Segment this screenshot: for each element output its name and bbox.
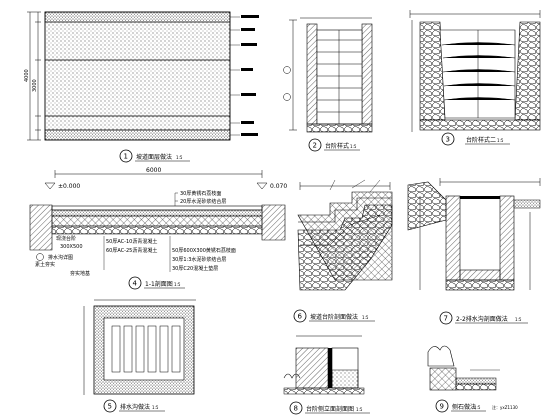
detail-6-scale: 1:5 — [362, 315, 369, 320]
section-1-1-note-1: 50厚AC-10沥青混凝土 — [106, 238, 157, 245]
detail-8-section: 8 台阶侧立面剖面图 1:5 — [283, 335, 370, 415]
detail-4-section: 6000 ±0.000 0.070 30厚黄锈石荔枝面 20厚水泥砂浆结合层 现… — [29, 167, 287, 290]
detail-8-number: 8 — [294, 405, 298, 413]
detail-3-title: 台阶样式二 — [466, 136, 496, 144]
detail-6-number: 6 — [298, 313, 303, 321]
detail-2-section: 2 台阶样式 1:5 — [283, 17, 373, 152]
detail-1-title: 坡道面层做法 — [136, 153, 172, 161]
detail-7-title: 2-2排水沟剖面做法 — [456, 315, 508, 323]
section-1-1-layer-2: 20厚水泥砂浆结合层 — [180, 198, 226, 205]
detail-5-scale: 1:5 — [152, 405, 159, 410]
detail-4-scale: 1:5 — [174, 282, 181, 287]
detail-9-number: 9 — [440, 403, 444, 411]
section-1-1-tag-4: 素土夯实 — [35, 261, 55, 268]
detail-2-title: 台阶样式 — [325, 142, 349, 150]
detail-1-dim-mid: 3000 — [32, 79, 38, 92]
detail-7-scale: 1:5 — [515, 317, 522, 322]
detail-5-number: 5 — [108, 403, 112, 411]
section-1-1-tag-3: 排水沟详图 — [48, 254, 73, 261]
detail-9-scale: 1:5 — [474, 405, 481, 410]
detail-1-plan: 4000 3000 1 坡道面层做法 1:5 — [24, 11, 259, 163]
detail-2-number: 2 — [313, 142, 317, 150]
detail-5-title: 排水沟做法 — [120, 403, 150, 411]
detail-9-title: 侧石做法 — [452, 403, 476, 411]
detail-5-plan: 5 排水沟做法 1:5 — [83, 299, 196, 413]
section-1-1-note-4: 30厚1:3水泥砂浆结合层 — [172, 256, 226, 263]
detail-4-title: 1-1剖面图 — [145, 280, 173, 288]
detail-3-scale: 1:5 — [497, 138, 504, 143]
section-1-1-layer-1: 30厚黄锈石荔枝面 — [180, 190, 221, 197]
section-1-1-note-3: 50厚600X300黄锈石荔枝面 — [172, 247, 236, 254]
section-1-1-tag-2: 300X500 — [60, 244, 83, 250]
detail-8-scale: 1:5 — [356, 407, 363, 412]
detail-3-number: 3 — [446, 136, 450, 144]
section-1-1-elev-right: 0.070 — [270, 183, 287, 190]
footer-note: 注：yxZ1130 — [492, 404, 518, 410]
detail-2-scale: 1:5 — [350, 144, 357, 149]
section-1-1-width-dim: 6000 — [146, 167, 161, 174]
section-1-1-tag-5: 夯实地基 — [70, 270, 90, 277]
section-1-1-note-5: 30厚C20混凝土垫层 — [172, 265, 218, 272]
detail-1-dim-total: 4000 — [24, 69, 30, 82]
detail-7-section: 7 2-2排水沟剖面做法 1:5 — [407, 178, 541, 325]
detail-1-scale: 1:5 — [176, 155, 183, 160]
detail-9-section: 9 侧石做法 1:5 注：yxZ1130 — [427, 345, 518, 413]
detail-6-section: 6 坡道台阶剖面做法 1:5 — [293, 179, 393, 323]
detail-3-section: 3 台阶样式二 1:5 — [409, 10, 541, 146]
detail-6-title: 坡道台阶剖面做法 — [310, 313, 358, 321]
section-1-1-elev-left: ±0.000 — [58, 183, 80, 190]
detail-7-number: 7 — [444, 315, 448, 323]
detail-4-number: 4 — [133, 280, 138, 288]
detail-1-number: 1 — [124, 153, 128, 161]
section-1-1-tag-1: 现浇台阶 — [56, 235, 76, 242]
detail-8-title: 台阶侧立面剖面图 — [306, 405, 354, 413]
section-1-1-note-2: 60厚AC-25沥青混凝土 — [106, 247, 157, 254]
